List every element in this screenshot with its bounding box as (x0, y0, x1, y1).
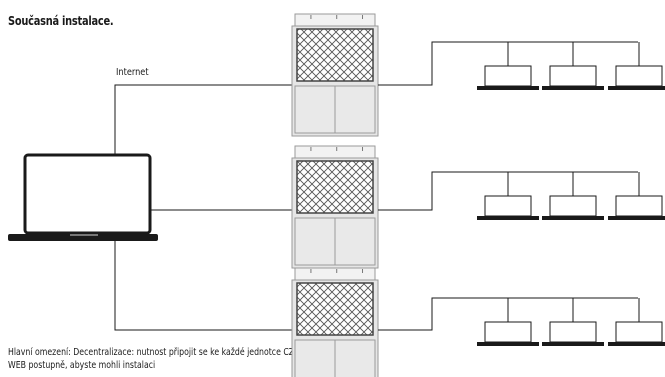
indoor-unit-icon (542, 42, 604, 90)
row-3 (291, 267, 665, 377)
controller-device-icon (291, 145, 379, 269)
indoor-unit-icon (542, 298, 604, 346)
internet-label: Internet (116, 67, 149, 78)
bus-lines (378, 297, 638, 331)
indoor-unit-icon (608, 172, 665, 220)
indoor-unit-icon (477, 42, 539, 90)
indoor-unit-icon (608, 298, 665, 346)
indoor-unit-icon (477, 298, 539, 346)
bus-lines (378, 171, 638, 211)
diagram-title: Současná instalace. (8, 14, 114, 28)
indoor-unit-icon (608, 42, 665, 90)
caption-text: Hlavní omezení: Decentralizace: nutnost … (8, 347, 297, 371)
controller-device-icon (291, 13, 379, 137)
controller-device-icon (291, 267, 379, 377)
connection-lines (114, 84, 297, 331)
laptop-icon (8, 153, 158, 241)
indoor-unit-icon (477, 172, 539, 220)
indoor-unit-icon (542, 172, 604, 220)
row-1 (291, 13, 665, 137)
bus-lines (378, 41, 638, 86)
row-2 (291, 145, 665, 269)
